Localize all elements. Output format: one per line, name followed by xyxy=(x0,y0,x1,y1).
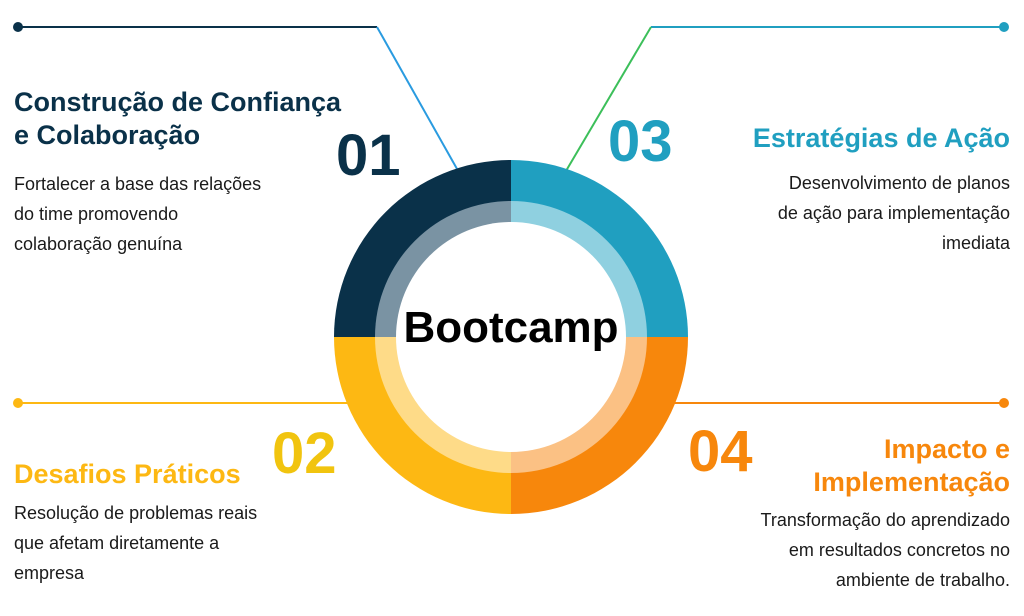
section-description-02: Resolução de problemas reais que afetam … xyxy=(14,498,257,588)
description-line: em resultados concretos no xyxy=(788,540,1010,560)
description-line: Desenvolvimento de planos xyxy=(788,173,1010,193)
description-line: imediata xyxy=(941,233,1010,253)
section-title-04: Impacto e Implementação xyxy=(813,433,1010,499)
title-line: Estratégias de Ação xyxy=(752,123,1010,153)
title-line: Construção de Confiança xyxy=(14,87,342,117)
connector-02 xyxy=(13,398,350,408)
section-number-03: 03 xyxy=(608,109,673,174)
description-line: que afetam diretamente a xyxy=(14,533,220,553)
section-description-01: Fortalecer a base das relações do time p… xyxy=(14,169,261,259)
section-description-04: Transformação do aprendizado em resultad… xyxy=(761,505,1010,595)
center-label: Bootcamp xyxy=(403,303,619,352)
section-number-02: 02 xyxy=(272,421,337,486)
description-line: Transformação do aprendizado xyxy=(760,510,1010,530)
title-line: e Colaboração xyxy=(14,120,201,150)
section-number-01: 01 xyxy=(336,123,401,188)
description-line: colaboração genuína xyxy=(14,234,183,254)
connector-03 xyxy=(562,22,1009,177)
description-line: do time promovendo xyxy=(14,204,179,224)
title-line: Impacto e xyxy=(883,434,1010,464)
description-line: ambiente de trabalho. xyxy=(835,570,1010,590)
description-line: de ação para implementação xyxy=(777,203,1010,223)
section-title-02: Desafios Práticos xyxy=(14,458,241,491)
section-title-01: Construção de Confiança e Colaboração xyxy=(14,86,341,152)
title-line: Implementação xyxy=(813,467,1010,497)
connector-04 xyxy=(674,398,1009,408)
section-title-03: Estratégias de Ação xyxy=(753,122,1010,155)
description-line: Fortalecer a base das relações xyxy=(14,174,262,194)
section-description-03: Desenvolvimento de planos de ação para i… xyxy=(778,168,1010,258)
title-line: Desafios Práticos xyxy=(14,459,241,489)
connector-01 xyxy=(13,22,462,177)
section-number-04: 04 xyxy=(688,419,753,484)
description-line: empresa xyxy=(14,563,85,583)
description-line: Resolução de problemas reais xyxy=(14,503,258,523)
